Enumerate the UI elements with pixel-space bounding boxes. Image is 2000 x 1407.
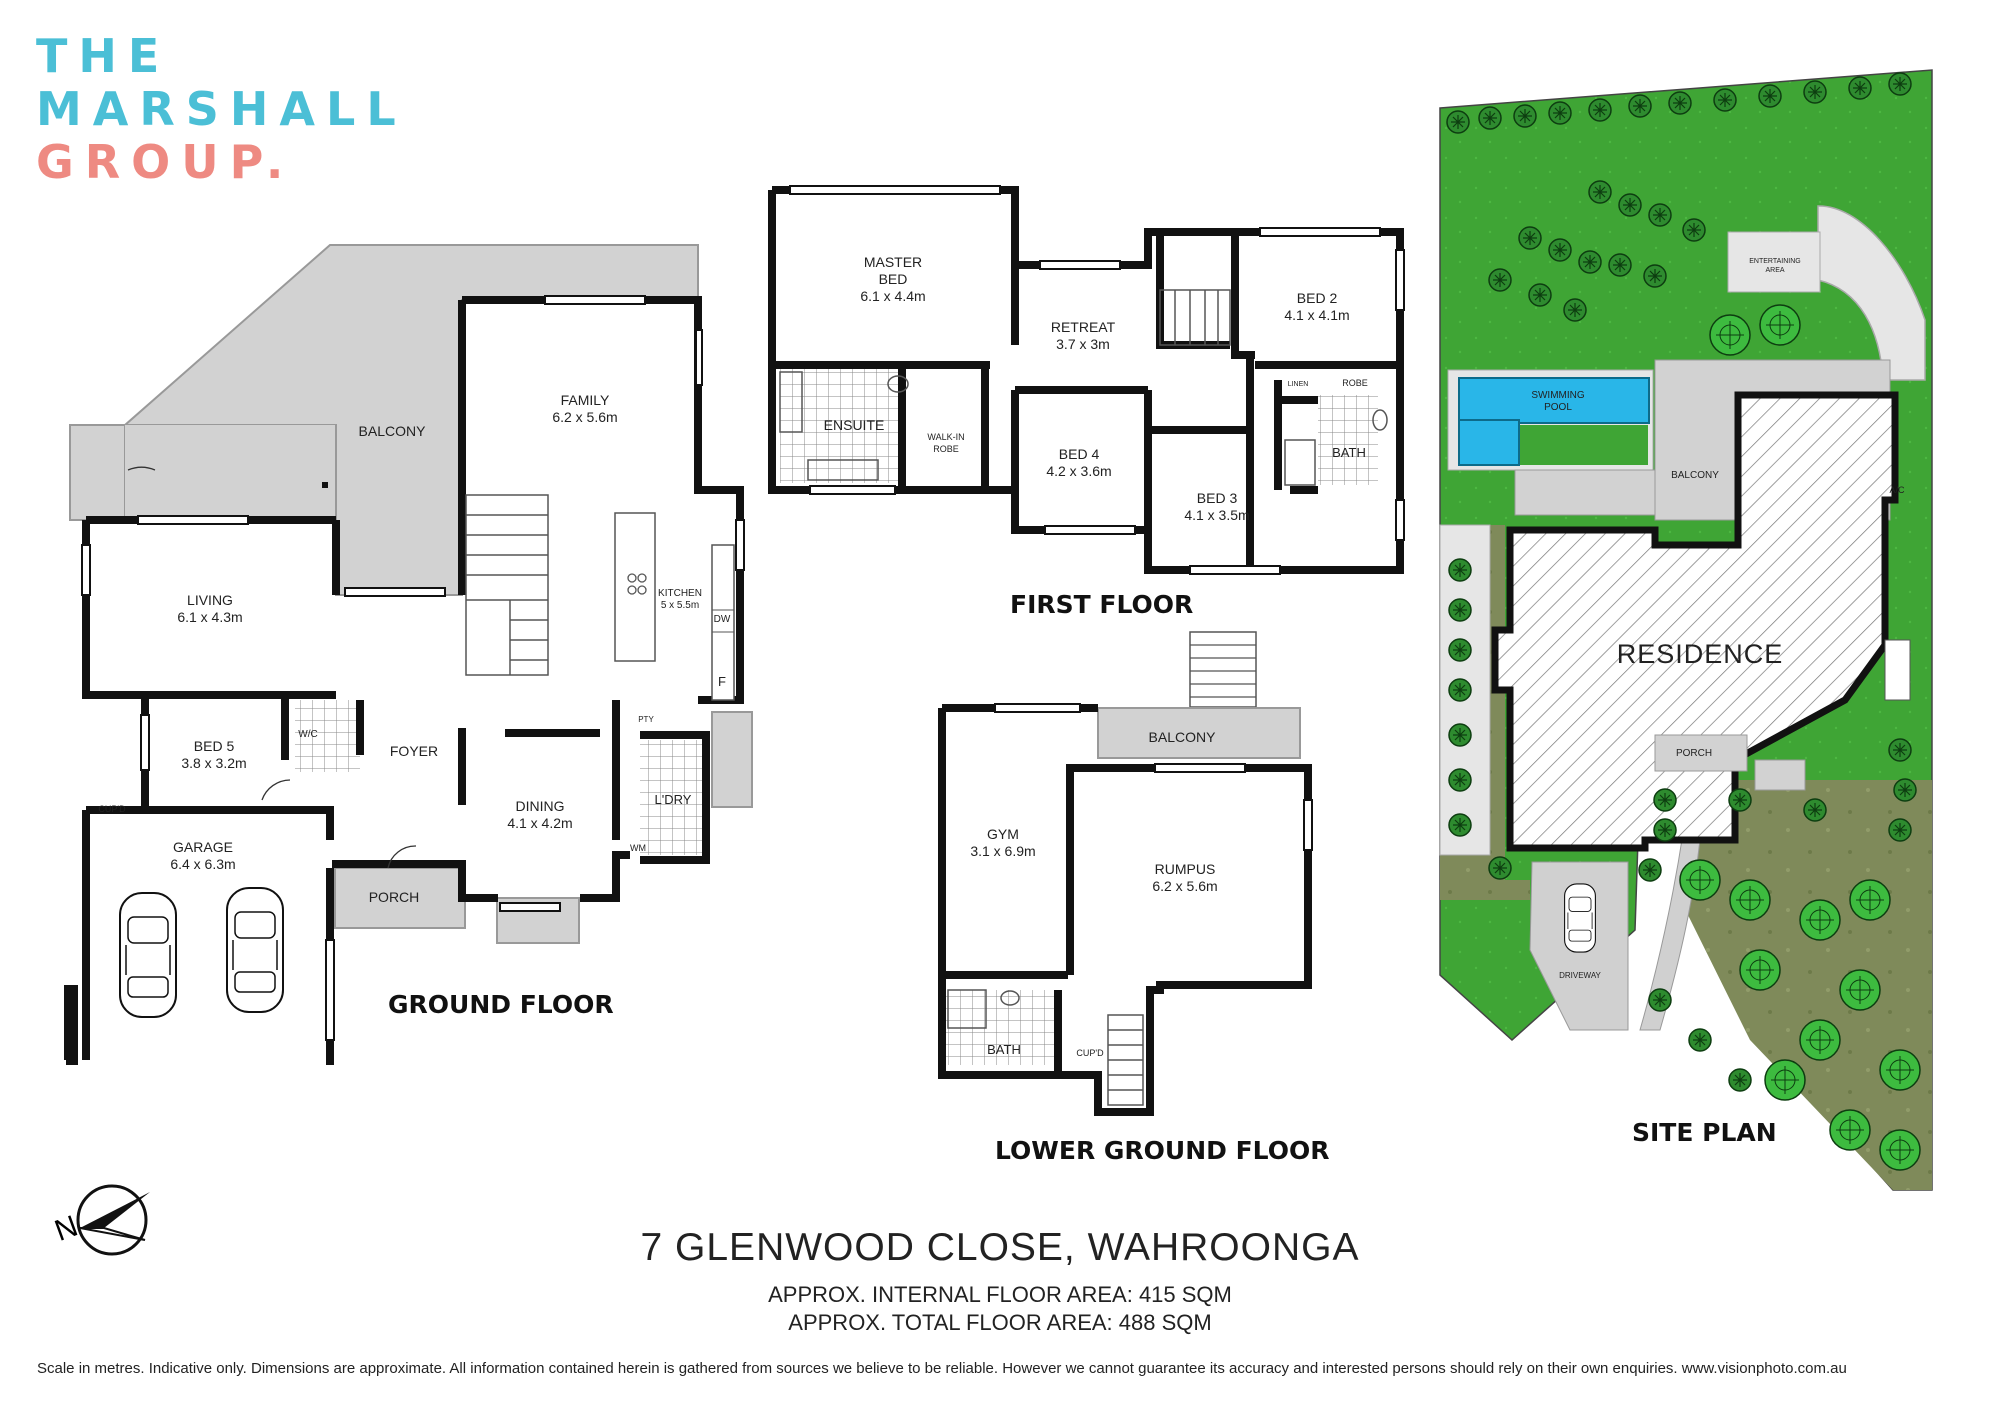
- brand-line-1: THE: [36, 29, 171, 83]
- site-plan-title: SITE PLAN: [1632, 1118, 1777, 1147]
- family-label: FAMILY: [561, 392, 610, 408]
- ground-floor-plan: [64, 244, 753, 1065]
- site-plan: [1439, 69, 1933, 1191]
- master-bed-label-2: BED: [879, 271, 908, 287]
- bed2-robe-label: ROBE: [1342, 378, 1368, 388]
- living-label: LIVING: [187, 592, 233, 608]
- bed4-label: BED 4: [1059, 446, 1100, 462]
- garage-dimension: 6.4 x 6.3m: [170, 856, 235, 872]
- dining-label: DINING: [516, 798, 565, 814]
- brand-line-2: MARSHALL: [36, 82, 407, 136]
- entertaining-label-2: AREA: [1765, 267, 1784, 274]
- kitchen-dimension: 5 x 5.5m: [661, 600, 699, 611]
- bed3-dimension: 4.1 x 3.5m: [1184, 507, 1249, 523]
- walk-in-robe-label-2: ROBE: [933, 444, 959, 454]
- retreat-dimension: 3.7 x 3m: [1056, 336, 1110, 352]
- dishwasher-label: DW: [714, 614, 731, 625]
- first-floor-title: FIRST FLOOR: [1010, 590, 1194, 619]
- ground-floor-title: GROUND FLOOR: [388, 990, 614, 1019]
- bed2-dimension: 4.1 x 4.1m: [1284, 307, 1349, 323]
- walk-in-robe-label-1: WALK-IN: [927, 432, 964, 442]
- gym-dimension: 3.1 x 6.9m: [970, 843, 1035, 859]
- site-balcony-label: BALCONY: [1671, 470, 1719, 481]
- compass-icon: N: [51, 1184, 150, 1256]
- dining-dimension: 4.1 x 4.2m: [507, 815, 572, 831]
- first-bath-label: BATH: [1332, 445, 1366, 460]
- washing-machine-label: WM: [630, 843, 646, 853]
- linen-label: LINEN: [1288, 381, 1309, 388]
- master-bed-label-1: MASTER: [864, 254, 922, 270]
- lower-ground-floor-plan: [938, 631, 1313, 1116]
- living-dimension: 6.1 x 4.3m: [177, 609, 242, 625]
- site-porch-label: PORCH: [1676, 748, 1712, 759]
- pool-label-1: SWIMMING: [1531, 390, 1585, 401]
- garage-label: GARAGE: [173, 839, 233, 855]
- wc-label: W/C: [298, 729, 317, 740]
- driveway-label: DRIVEWAY: [1559, 971, 1601, 980]
- laundry-label: L'DRY: [655, 792, 692, 807]
- ensuite-label: ENSUITE: [824, 417, 885, 433]
- ground-balcony-label: BALCONY: [359, 423, 427, 439]
- lower-balcony-label: BALCONY: [1149, 729, 1217, 745]
- fridge-label: F: [718, 674, 726, 689]
- rumpus-label: RUMPUS: [1155, 861, 1216, 877]
- pool-label-2: POOL: [1544, 402, 1572, 413]
- property-address: 7 GLENWOOD CLOSE, WAHROONGA: [640, 1226, 1360, 1269]
- kitchen-label: KITCHEN: [658, 588, 702, 599]
- bed4-dimension: 4.2 x 3.6m: [1046, 463, 1111, 479]
- ac-label: A/C: [1889, 485, 1905, 495]
- first-floor-plan: [768, 185, 1405, 575]
- brand-line-3: GROUP.: [36, 135, 295, 189]
- brand-logo: THE MARSHALL GROUP.: [36, 30, 407, 189]
- bed5-dimension: 3.8 x 3.2m: [181, 755, 246, 771]
- pantry-label: PTY: [638, 715, 654, 724]
- bed2-label: BED 2: [1297, 290, 1338, 306]
- lower-bath-label: BATH: [987, 1042, 1021, 1057]
- bed5-label: BED 5: [194, 738, 235, 754]
- master-bed-dimension: 6.1 x 4.4m: [860, 288, 925, 304]
- rumpus-dimension: 6.2 x 5.6m: [1152, 878, 1217, 894]
- disclaimer-text: Scale in metres. Indicative only. Dimens…: [37, 1360, 1847, 1377]
- foyer-label: FOYER: [390, 743, 438, 759]
- total-floor-area: APPROX. TOTAL FLOOR AREA: 488 SQM: [788, 1310, 1212, 1335]
- gym-label: GYM: [987, 826, 1019, 842]
- residence-label: RESIDENCE: [1617, 639, 1784, 669]
- family-dimension: 6.2 x 5.6m: [552, 409, 617, 425]
- garage-cupboard-label: CUP'D: [98, 804, 126, 814]
- lower-cupboard-label: CUP'D: [1076, 1048, 1104, 1058]
- bed3-label: BED 3: [1197, 490, 1238, 506]
- internal-floor-area: APPROX. INTERNAL FLOOR AREA: 415 SQM: [768, 1282, 1232, 1307]
- retreat-label: RETREAT: [1051, 319, 1116, 335]
- ground-porch-label: PORCH: [369, 889, 420, 905]
- lower-ground-floor-title: LOWER GROUND FLOOR: [995, 1136, 1330, 1165]
- entertaining-label-1: ENTERTAINING: [1749, 258, 1800, 265]
